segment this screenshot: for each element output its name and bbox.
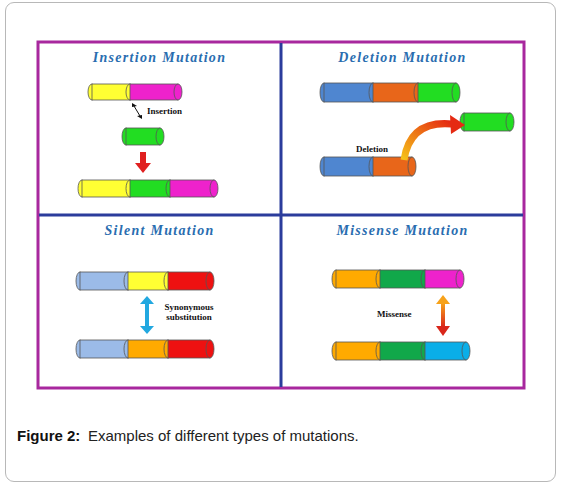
arrow-label: Synonymous substitution <box>156 302 222 322</box>
deletion-arrow <box>404 115 465 160</box>
panel-heading: Missense Mutation <box>282 223 523 239</box>
panel-heading: Deletion Mutation <box>282 50 523 66</box>
panel-heading: Silent Mutation <box>39 223 280 239</box>
divider-line <box>39 214 523 217</box>
mutation-panel: Deletion Mutation <box>282 43 523 214</box>
dna-segments <box>76 83 514 360</box>
arrow-label: Missense <box>377 309 437 319</box>
figure-number: Figure 2: <box>17 427 97 444</box>
synonymous-arrow <box>140 296 154 334</box>
mutation-panel: Insertion Mutation <box>39 43 280 214</box>
missense-arrow <box>436 295 450 336</box>
arrow-label: Deletion <box>356 144 416 154</box>
magenta-frame <box>38 42 524 388</box>
figure-caption: Examples of different types of mutations… <box>88 427 359 444</box>
panel-heading: Insertion Mutation <box>39 50 280 66</box>
mutation-panel: Missense Mutation <box>282 216 523 387</box>
mutation-panel: Silent Mutation <box>39 216 280 387</box>
arrow-label: Insertion <box>147 106 207 116</box>
